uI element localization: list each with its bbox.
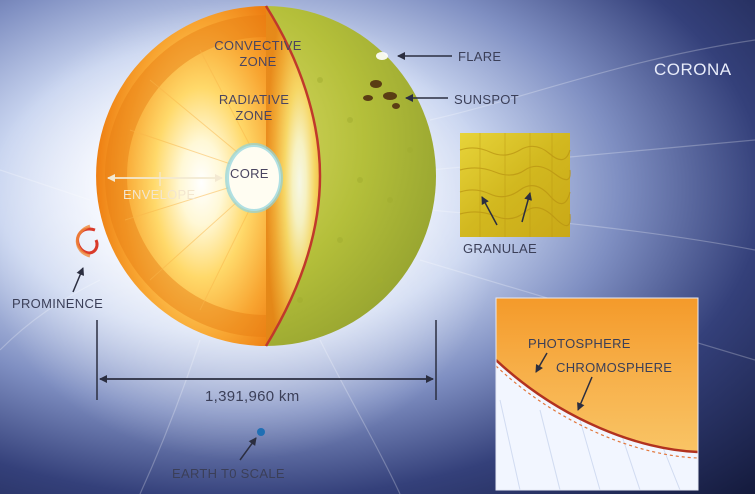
flare-spot: [376, 52, 388, 60]
core-label: CORE: [230, 166, 269, 181]
convective-zone-ring: [105, 15, 266, 337]
granulae-arrow-2: [521, 192, 532, 223]
surface-texture: [297, 77, 413, 303]
earth-scale-label: EARTH T0 SCALE: [172, 466, 285, 481]
earth-arrow: [239, 437, 257, 461]
atmosphere-inset: [496, 298, 698, 490]
core-ring: [225, 143, 283, 213]
prominence-label: PROMINENCE: [12, 296, 104, 311]
sun-cutaway: [96, 6, 266, 346]
radiative-zone-line1: RADIATIVE: [218, 92, 290, 107]
radiative-zone-line2: ZONE: [235, 108, 273, 123]
envelope-arrow: [107, 172, 223, 186]
sun-cutaway-inner: [266, 6, 320, 346]
sunspots: [363, 80, 400, 109]
granulae-label: GRANULAE: [463, 241, 537, 256]
photosphere-arrow: [535, 352, 548, 373]
prominence-arrow: [72, 267, 84, 293]
chromosphere-label: CHROMOSPHERE: [556, 360, 673, 375]
radiative-zone-label: RADIATIVE ZONE: [202, 92, 306, 124]
prominence-shape: [75, 224, 99, 258]
granulae-cells: [459, 133, 571, 237]
cut-edge-rim: [264, 5, 322, 347]
chromosphere-arrow: [577, 376, 593, 411]
granulae-inset: [460, 133, 570, 237]
sun-surface: [266, 6, 436, 346]
diameter-dimension: [96, 320, 437, 400]
convective-zone-line1: CONVECTIVE: [214, 38, 302, 53]
flare-label: FLARE: [458, 49, 502, 64]
corona-label: CORONA: [654, 60, 732, 79]
granulae-arrow-1: [481, 196, 498, 226]
atmosphere-inset-frame: [495, 297, 699, 491]
sunspot-label: SUNSPOT: [454, 92, 519, 107]
convective-zone-line2: ZONE: [239, 54, 277, 69]
convective-zone-label: CONVECTIVE ZONE: [203, 38, 313, 70]
photosphere-label: PHOTOSPHERE: [528, 336, 631, 351]
diameter-label: 1,391,960 km: [205, 388, 300, 405]
earth-dot: [257, 428, 265, 436]
envelope-label: ENVELOPE: [123, 187, 196, 202]
